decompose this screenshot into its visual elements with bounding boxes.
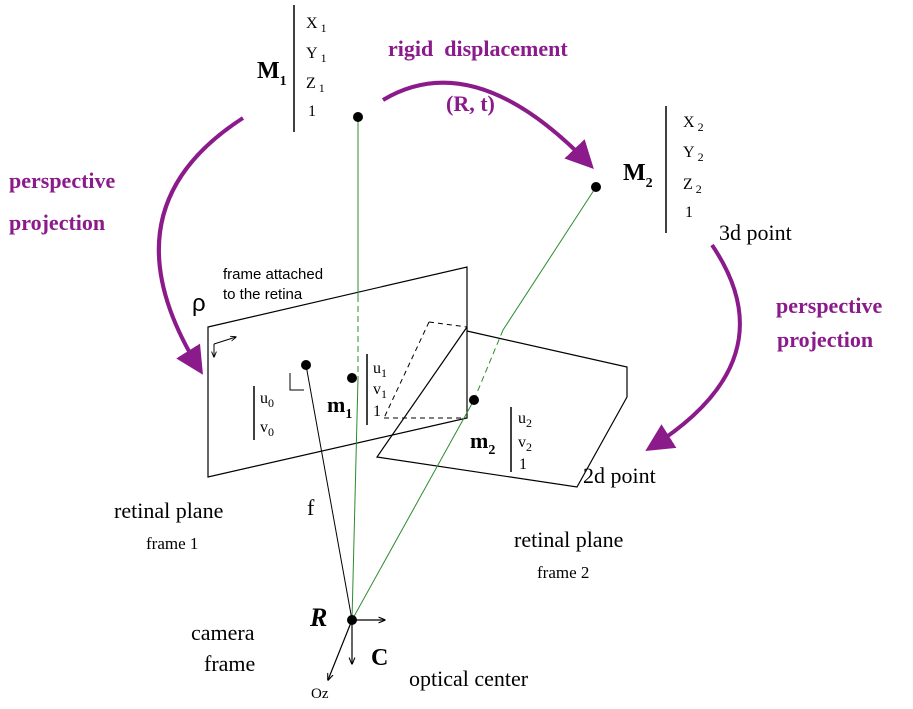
optical-center-dot: [347, 615, 357, 625]
m2-label: m2: [470, 428, 495, 458]
right-angle-marker: [289, 373, 304, 391]
principal-coord-v: v0: [260, 419, 274, 439]
principal-coord-u: u0: [260, 390, 274, 410]
m1-label: m1: [327, 392, 352, 422]
label-2d-point: 2d point: [583, 463, 656, 488]
ray-m2-green: [502, 186, 597, 331]
m2-coord-v: v2: [518, 434, 532, 454]
label-frame-attached: frame attached: [223, 266, 323, 283]
m1-coord-u: u1: [373, 360, 387, 380]
m2-coord-u: u2: [518, 410, 532, 430]
label-R-t: (R, t): [446, 91, 495, 116]
label-optical-center: optical center: [409, 666, 529, 691]
ray-m2-green-hidden: [473, 329, 504, 401]
label-Oz: Oz: [311, 686, 329, 702]
label-projection-right: projection: [777, 327, 873, 352]
perspective-projection-arrow-right: [645, 243, 742, 451]
label-retinal-plane-2: retinal plane: [514, 527, 623, 552]
label-rho: ρ: [192, 290, 206, 317]
focal-line: [305, 364, 353, 621]
label-f: f: [307, 495, 315, 520]
m2-coord-w: 1: [519, 456, 527, 473]
ray-m1-green: [351, 377, 359, 621]
label-projection-left: projection: [9, 210, 105, 235]
label-to-the-retina: to the retina: [223, 286, 303, 303]
m1-coord-w: 1: [373, 403, 381, 420]
label-camera: camera: [191, 620, 255, 645]
retina-axis-u: [213, 337, 236, 345]
label-3d-point: 3d point: [719, 220, 792, 245]
label-frame: frame: [204, 651, 255, 676]
retinal-plane-2: [375, 326, 628, 488]
camera-axis-oz: [328, 619, 353, 680]
label-frame-1: frame 1: [146, 534, 198, 553]
perspective-projection-arrow-left: [156, 116, 245, 375]
m1-coord-v: v1: [373, 381, 387, 401]
principal-point-dot: [301, 360, 311, 370]
M2-label: M2: [623, 160, 653, 191]
rigid-displacement-arrow: [381, 80, 594, 170]
label-frame-2: frame 2: [537, 563, 589, 582]
label-retinal-plane-1: retinal plane: [114, 498, 223, 523]
label-perspective-left: perspective: [9, 168, 116, 193]
ray-m2-green: [351, 399, 475, 621]
point-M1-dot: [353, 112, 363, 122]
label-C: C: [371, 645, 388, 671]
point-M2-dot: [591, 182, 601, 192]
M2-coord-w: 1: [685, 204, 693, 221]
retinal-plane-2-hidden-edge: [428, 321, 468, 328]
point-m2-dot: [469, 395, 479, 405]
label-rigid-displacement: rigid displacement: [388, 36, 568, 61]
M1-coord-w: 1: [308, 103, 316, 120]
label-R: R: [309, 603, 327, 632]
M1-label: M1: [257, 58, 287, 89]
retinal-plane-2-hidden-edge: [383, 321, 430, 419]
point-m1-dot: [347, 373, 357, 383]
label-perspective-right: perspective: [776, 293, 883, 318]
